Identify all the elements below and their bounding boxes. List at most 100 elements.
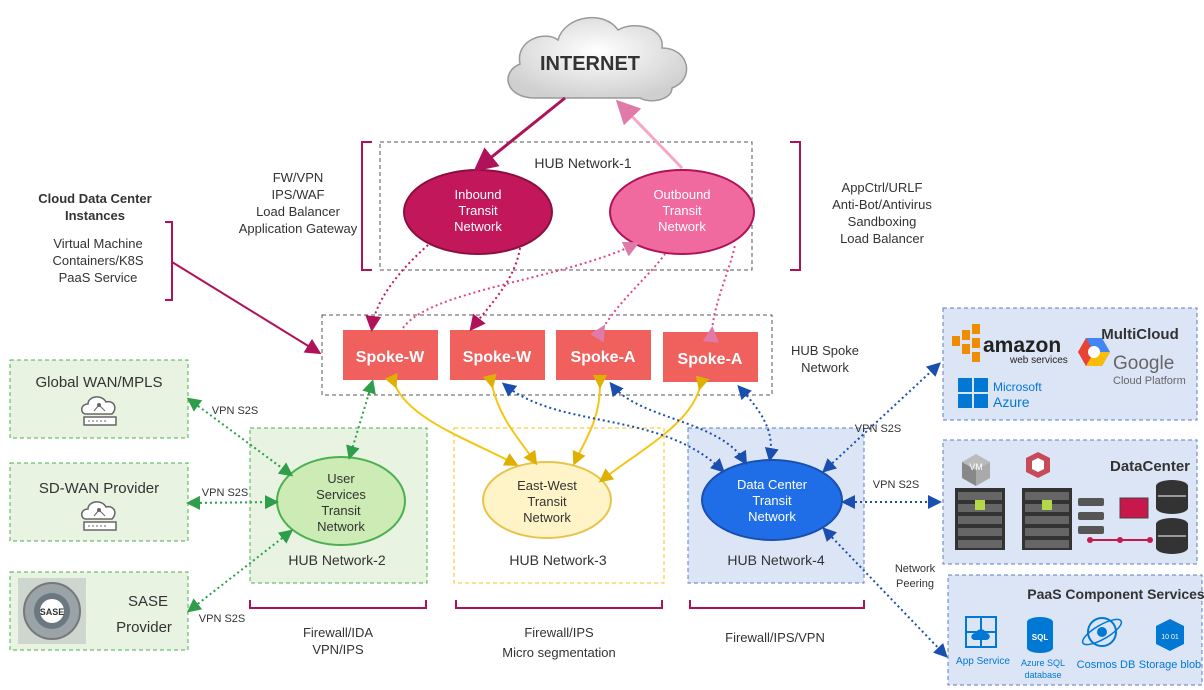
aws-subtitle: web services [1009,355,1068,366]
spoke-w-1[interactable]: Spoke-W [343,330,438,380]
hub2-bracket [249,600,427,609]
router-cloud-icon [81,396,117,426]
inbound-to-spoke-w1 [365,244,429,332]
sase-label-1: SASE [128,593,168,610]
sase-label-2: Provider [116,619,172,636]
spoke-a-2[interactable]: Spoke-A [663,332,758,382]
peering-label-1: Network [895,563,936,575]
cloud-dc-item-2: Containers/K8S [52,253,143,268]
hub3-title: HUB Network-3 [509,552,606,568]
outbound-to-internet-arrow [615,99,684,170]
blob-icon-text: 10 01 [1161,634,1179,641]
spoke-a1-to-dc [609,381,748,466]
hub4-node-line2: Transit [752,493,792,508]
spoke-w-2-label: Spoke-W [463,349,532,366]
outbound-line1: Outbound [653,187,710,202]
hub3-bracket [455,600,663,609]
app-service-icon [965,616,997,648]
dc-to-paas [822,527,948,658]
spoke-a-1[interactable]: Spoke-A [556,330,651,380]
outbound-line2: Transit [662,203,702,218]
right-vpn-label-1: VPN S2S [855,423,901,435]
hub4-node-line1: Data Center [737,477,808,492]
spoke-network-box [321,314,773,396]
internet-cloud: INTERNET [507,16,688,102]
hub4-bracket [689,600,865,609]
hub1-title: HUB Network-1 [534,155,631,171]
sql-icon-text: SQL [1032,633,1049,642]
network-topology-icon [1078,497,1153,543]
vm-icon: VM [962,454,990,486]
spoke-a1-to-outbound [589,253,666,343]
peering-label-2: Peering [896,578,934,590]
spoke-w-1-label: Spoke-W [356,349,425,366]
azure-wordmark: Microsoft [993,380,1042,394]
sase-box: SASE SASE Provider [9,571,189,651]
multicloud-title: MultiCloud [1101,326,1178,343]
cloud-dc-item-1: Virtual Machine [53,236,142,251]
hub2-title: HUB Network-2 [288,552,385,568]
left-service-4: Application Gateway [239,221,358,236]
spoke-a1-to-ew [572,374,608,466]
vm-label: VM [969,462,983,472]
sdwan-label: SD-WAN Provider [39,480,159,497]
outbound-line3: Network [658,219,706,234]
hub2-service-2: VPN/IPS [312,642,364,657]
cloud-dc-title-1: Cloud Data Center [38,191,151,206]
spoke-a2-to-outbound [702,244,736,343]
server-rack-icon [1022,488,1072,550]
cosmos-db-icon [1081,617,1123,647]
paas-title: PaaS Component Services [1027,586,1204,602]
hub1-left-bracket [361,141,372,271]
cloud-dc-item-3: PaaS Service [59,270,138,285]
right-service-3: Sandboxing [848,214,917,229]
spoke-w-2[interactable]: Spoke-W [450,330,545,380]
right-service-2: Anti-Bot/Antivirus [832,197,932,212]
east-west-node: East-West Transit Network [482,461,612,539]
right-service-4: Load Balancer [840,231,925,246]
spoke-a2-to-ew [598,375,710,483]
global-wan-box: Global WAN/MPLS [9,359,189,439]
global-wan-link [186,397,294,477]
hub4-node-line3: Network [748,509,796,524]
datacenter-title: DataCenter [1110,458,1190,475]
database-icon [1156,480,1188,554]
spoke-a2-to-dc [737,385,779,462]
hub3-service-1: Firewall/IPS [524,625,594,640]
spoke-label-1: HUB Spoke [791,343,859,358]
datacenter-box: DataCenter VM [942,439,1198,565]
hub4-service-1: Firewall/IPS/VPN [725,630,825,645]
spoke-label-2: Network [801,360,849,375]
spoke-a-2-label: Spoke-A [678,351,743,368]
left-service-1: FW/VPN [273,170,324,185]
azure-subtitle: Azure [993,394,1030,410]
sase-logo-icon: SASE [18,578,86,644]
inbound-to-spoke-w2 [469,247,521,332]
hub2-node-line2: Services [316,487,366,502]
sase-logo-text: SASE [40,607,65,617]
vpn-label-3: VPN S2S [199,613,245,625]
sdwan-box: SD-WAN Provider [9,462,189,542]
right-service-1: AppCtrl/URLF [842,180,923,195]
vpn-label-2: VPN S2S [202,487,248,499]
internet-to-inbound-arrow [473,96,566,172]
server-rack-icon [955,488,1005,550]
google-cloud-logo-icon: Google Cloud Platform [1078,338,1186,387]
vpn-label-1: VPN S2S [212,405,258,417]
inbound-line1: Inbound [455,187,502,202]
left-service-3: Load Balancer [256,204,341,219]
inbound-node: Inbound Transit Network [403,169,553,255]
user-services-node: User Services Transit Network [276,456,406,546]
hub3-service-2: Micro segmentation [502,645,615,660]
outbound-node: Outbound Transit Network [609,169,755,255]
internet-label: INTERNET [540,53,640,75]
inbound-line2: Transit [458,203,498,218]
spoke-w2-to-ew [482,373,538,466]
container-icon [1026,452,1050,478]
sdwan-link [186,495,279,510]
app-service-label: App Service [956,656,1010,667]
router-cloud-icon [81,501,117,531]
hub3-node-line2: Transit [527,494,567,509]
hub3-node-line1: East-West [517,478,577,493]
cloud-dc-title-2: Instances [65,208,125,223]
